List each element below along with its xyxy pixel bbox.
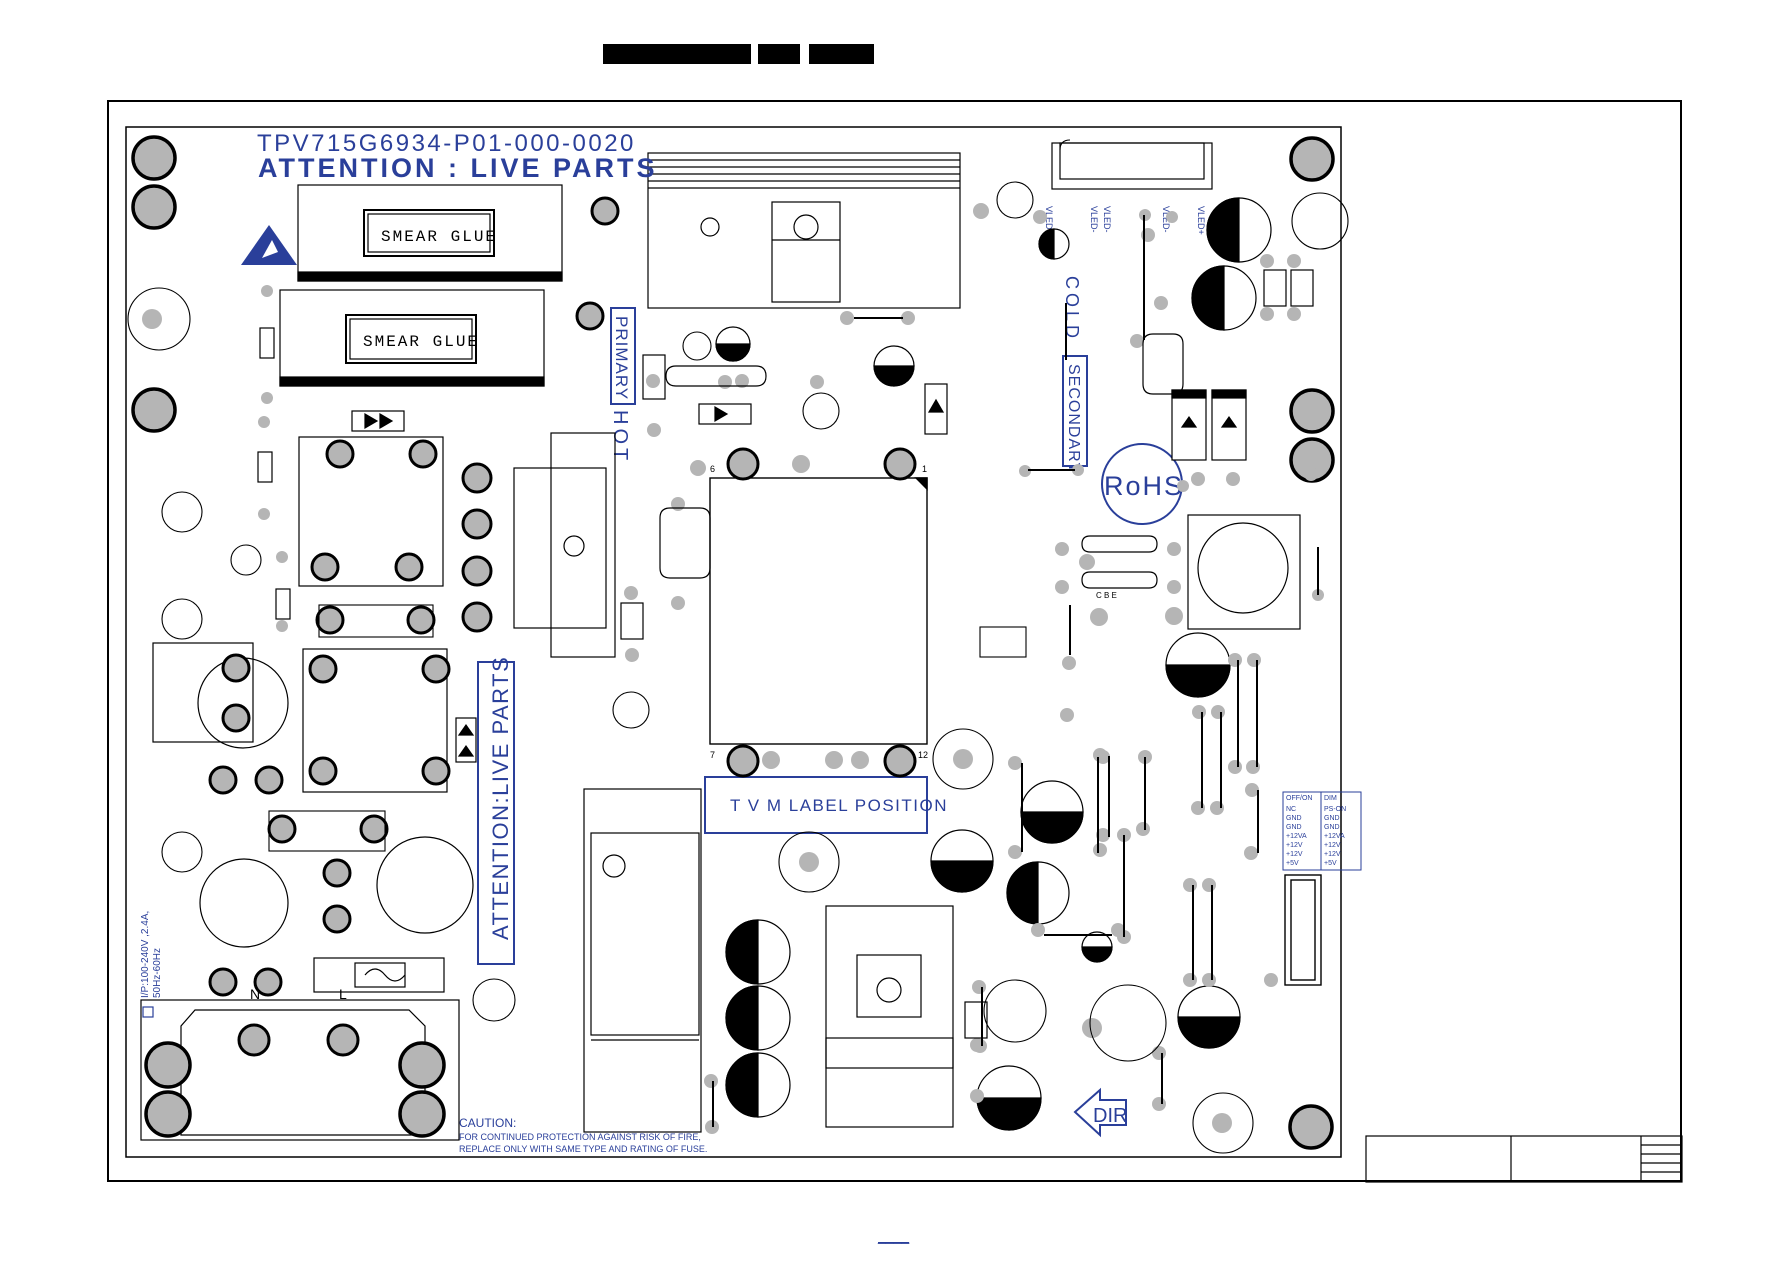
diodes — [351, 383, 1247, 763]
table-left-cell: NC — [1286, 806, 1296, 813]
output-connector — [1284, 874, 1322, 986]
input-rating-line2: 50Hz-60Hz — [152, 948, 163, 998]
ic-pin-label: 1 — [922, 464, 927, 474]
tv-label-position: T V M LABEL POSITION — [730, 796, 948, 815]
table-right-cell: +12V — [1324, 842, 1341, 849]
primary-label: PRIMARY — [612, 316, 631, 400]
table-left-cell: GND — [1286, 824, 1302, 831]
table-left-cell: +12V — [1286, 842, 1303, 849]
caution-line2: REPLACE ONLY WITH SAME TYPE AND RATING O… — [459, 1144, 707, 1154]
main-transformer — [709, 477, 928, 745]
large-pads — [208, 196, 917, 1057]
table-left-cell: +12VA — [1286, 833, 1307, 840]
smear-glue-label: SMEAR GLUE — [363, 333, 479, 351]
esd-warning-icon — [241, 225, 297, 265]
caution-title: CAUTION: — [459, 1116, 516, 1130]
vled-connector — [1051, 142, 1213, 190]
bulk-capacitor-1 — [297, 184, 563, 282]
table-left-cell: GND — [1286, 815, 1302, 822]
drawing-frame — [107, 100, 1682, 1182]
table-right-cell: +5V — [1324, 860, 1337, 867]
resistors — [257, 269, 1314, 1039]
cbe-label: C B E — [1096, 591, 1117, 600]
part-number: TPV715G6934-P01-000-0020 — [257, 130, 636, 157]
table-left-cell: +12V — [1286, 851, 1303, 858]
table-right-cell: +12V — [1324, 851, 1341, 858]
redacted-header-block-1 — [603, 44, 751, 64]
redacted-header-block-3 — [809, 44, 874, 64]
rating-square — [142, 1006, 154, 1018]
dir-label: DIR — [1093, 1105, 1127, 1127]
table-right-cell: +12VA — [1324, 833, 1345, 840]
heatsink-bottom-center — [825, 905, 954, 1128]
electrolytic-capacitors — [715, 197, 1272, 1131]
table-left-cell: +5V — [1286, 860, 1299, 867]
ic-pin-label: 7 — [710, 750, 715, 760]
heatsink-top — [647, 152, 961, 309]
vled-pin-label: VLED- — [1161, 206, 1171, 233]
board-outline — [125, 126, 1342, 1158]
table-left-header: OFF/ON — [1286, 795, 1312, 802]
rohs-label: RoHS — [1104, 471, 1184, 501]
input-rating-line1: I/P:100-240V ,2.4A, — [140, 911, 151, 998]
vled-pin-label: VLED- — [1102, 206, 1112, 233]
misc-components — [127, 139, 1349, 1154]
trace-lines — [712, 215, 1319, 1127]
table-right-cell: GND — [1324, 824, 1340, 831]
vled-pin-label: VLED+ — [1196, 206, 1206, 235]
transformer-upper — [152, 436, 448, 793]
side-attention-box — [477, 661, 515, 965]
vled-pin-label: VLED- — [1089, 206, 1099, 233]
redacted-header-block-2 — [758, 44, 800, 64]
caution-line1: FOR CONTINUED PROTECTION AGAINST RISK OF… — [459, 1132, 701, 1142]
output-connector-table — [1282, 791, 1362, 871]
primary-box — [610, 307, 636, 405]
heatsink-left — [513, 432, 616, 658]
footer-page-link[interactable]: ____ — [878, 1228, 910, 1244]
side-attention-label: ATTENTION:LIVE PARTS — [488, 656, 513, 940]
large-transformers — [199, 514, 1301, 948]
output-connector-text: OFF/ON DIM NC GND GND +12VA +12V +12V +5… — [1286, 795, 1346, 867]
table-right-cell: PS-ON — [1324, 806, 1346, 813]
smear-glue-label: SMEAR GLUE — [381, 228, 497, 246]
fuse — [313, 957, 445, 993]
ic-pin-label: 12 — [918, 750, 928, 760]
line-label: L — [339, 986, 347, 1002]
bulk-capacitor-2 — [279, 289, 545, 387]
vled-pin-label: VLED- — [1044, 206, 1054, 233]
mounting-holes — [131, 135, 1335, 1150]
hot-label: HOT — [609, 410, 631, 464]
attention-live-parts: ATTENTION : LIVE PARTS — [258, 153, 658, 183]
neutral-label: N — [250, 986, 260, 1002]
small-pads — [142, 203, 1324, 1134]
ic-pin-label: 6 — [710, 464, 715, 474]
table-right-cell: GND — [1324, 815, 1340, 822]
heatsink-bottom-left — [583, 788, 702, 1133]
secondary-label: SECONDARY — [1065, 364, 1082, 474]
dir-arrow — [1073, 1087, 1127, 1138]
table-right-header: DIM — [1324, 795, 1337, 802]
vled-pin-labels: VLED- VLED- VLED- VLED- VLED+ — [1044, 206, 1206, 235]
title-block — [1365, 1135, 1683, 1183]
